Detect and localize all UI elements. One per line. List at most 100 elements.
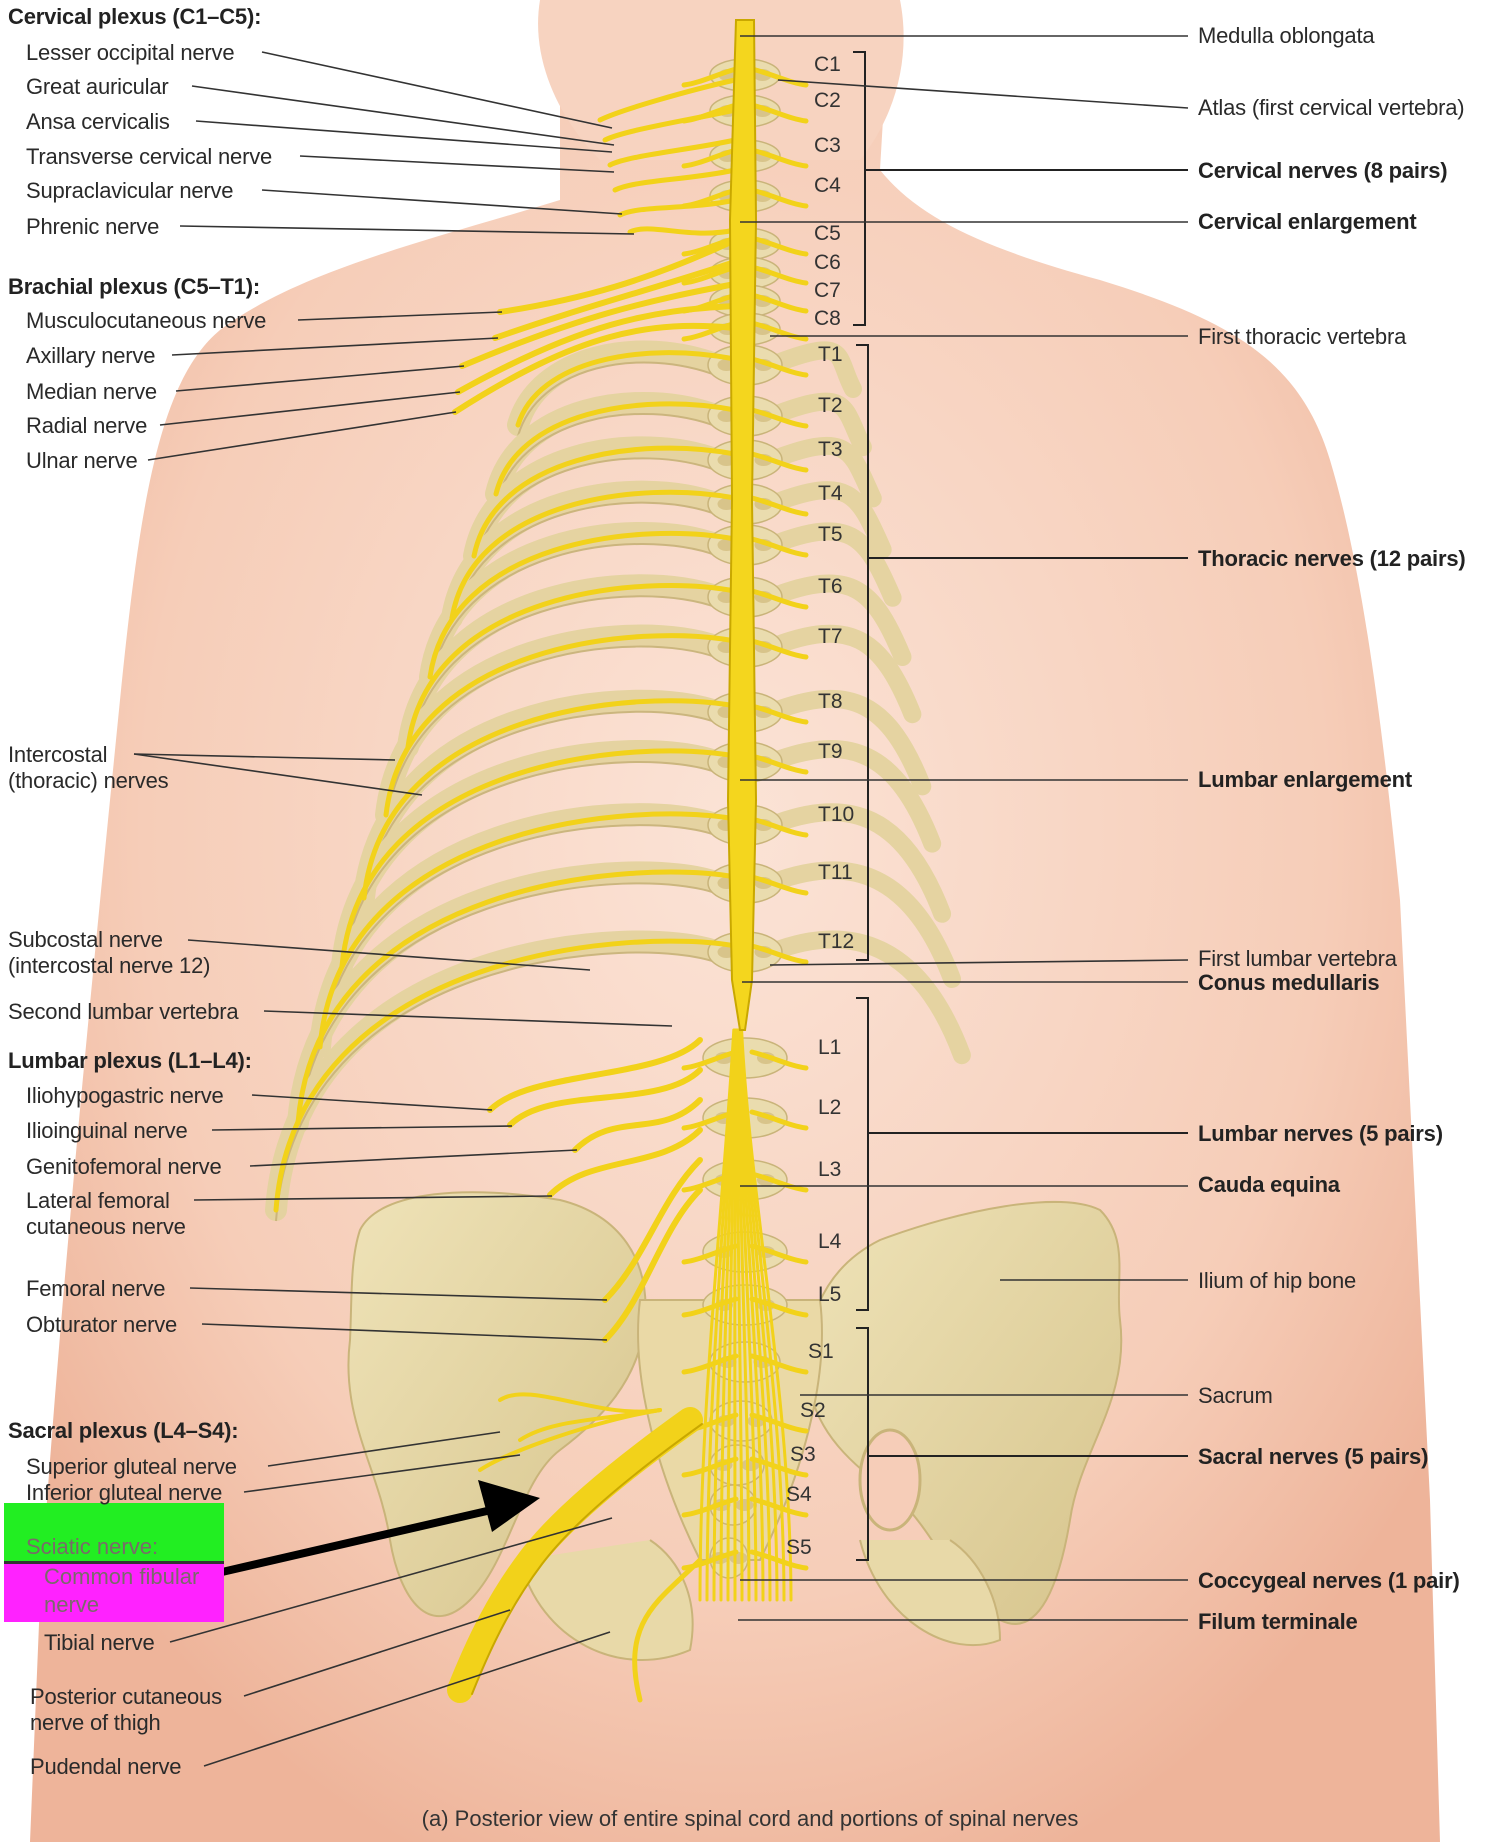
rib-left-edge — [517, 361, 719, 437]
spinal-nerve-right — [749, 451, 809, 473]
thoracic-nerves-label: Thoracic nerves (12 pairs) — [1198, 546, 1466, 571]
spinal-nerve-right — [749, 1456, 809, 1478]
second-lumbar-label: Second lumbar vertebra — [8, 999, 239, 1024]
spinal-nerve-right — [749, 536, 809, 558]
intercostal-nerve — [405, 583, 738, 750]
intercostal-nerve — [493, 401, 738, 497]
pudendal-nerve — [632, 1557, 703, 1703]
supraclavicular-label: Supraclavicular nerve — [26, 178, 234, 203]
lumbar-enlargement-label: Lumbar enlargement — [1198, 767, 1413, 792]
leader-line — [189, 1287, 608, 1301]
superior-gluteal-label: Superior gluteal nerve — [26, 1454, 237, 1479]
vertebra-label: T11 — [818, 861, 853, 884]
spinal-nerve-left — [681, 66, 739, 88]
lumbar-plexus-title: Lumbar plexus (L1–L4): — [8, 1048, 252, 1073]
spinal-nerve-right — [749, 1049, 809, 1071]
spinal-nerve-right — [749, 66, 809, 88]
lateral-femoral-label-2: cutaneous nerve — [26, 1214, 186, 1239]
spinal-nerve-right — [749, 588, 809, 610]
sciatic-label: Sciatic nerve: — [26, 1534, 159, 1559]
spinal-nerve-right — [749, 1243, 809, 1265]
first-lumbar-label: First lumbar vertebra — [1198, 946, 1397, 971]
intercostal-label-2: (thoracic) nerves — [8, 768, 169, 793]
spinal-nerve-right — [749, 264, 809, 286]
genitofemoral-label: Genitofemoral nerve — [26, 1154, 222, 1179]
vertebra-label: T7 — [818, 625, 843, 648]
vertebra-label: L4 — [818, 1230, 842, 1253]
cervical-plexus-branch — [607, 137, 738, 168]
spinal-nerve-right — [749, 753, 809, 775]
rib-right — [763, 392, 872, 457]
vertebra-label: C4 — [814, 174, 841, 197]
gluteal-branch — [478, 1408, 662, 1472]
vertebra-label: T8 — [818, 690, 843, 713]
sciatic-nerve-edge — [471, 1423, 703, 1695]
leader-line — [133, 753, 396, 761]
rib-right — [763, 803, 952, 923]
brachial-plexus-title: Brachial plexus (C5–T1): — [8, 274, 260, 299]
intercostal-label-1: Intercostal — [8, 742, 108, 767]
intercostal-nerve — [317, 811, 738, 1050]
spinal-nerve-right — [749, 407, 809, 429]
rib-right — [763, 930, 971, 1065]
cervical-plexus-branch — [602, 107, 738, 143]
leader-line — [261, 51, 613, 129]
rib-right — [763, 522, 902, 607]
pudendal-label: Pudendal nerve — [30, 1754, 182, 1779]
brachial-plexus-branch — [455, 303, 738, 395]
vertebra-label: T12 — [818, 930, 855, 953]
leader-line — [251, 1094, 493, 1111]
posterior-cutaneous-label-2: nerve of thigh — [30, 1710, 161, 1735]
spinal-nerve-right — [749, 187, 809, 209]
sacrum-label: Sacrum — [1198, 1383, 1273, 1408]
rib-left-edge — [495, 412, 719, 506]
vertebra-label: T6 — [818, 575, 843, 598]
spinal-nerve-right — [749, 943, 809, 965]
rib-right — [763, 574, 912, 666]
leader-line — [159, 391, 461, 426]
vertebra-label: C1 — [814, 53, 841, 76]
obturator-label: Obturator nerve — [26, 1312, 178, 1337]
ischium-left — [519, 1539, 694, 1661]
leader-line — [769, 959, 1189, 966]
rib-right — [763, 341, 862, 398]
vertebra-label: T1 — [818, 343, 843, 366]
figure-caption: (a) Posterior view of entire spinal cord… — [421, 1806, 1079, 1831]
cervical-plexus-title: Cervical plexus (C1–C5): — [8, 4, 262, 29]
femoral-label: Femoral nerve — [26, 1276, 166, 1301]
vertebra-label: S4 — [786, 1483, 812, 1506]
cauda-equina-fiber — [737, 1028, 765, 1602]
cervical-plexus-branch — [597, 77, 738, 123]
spinal-nerve-right — [749, 638, 809, 660]
bracket — [856, 1327, 869, 1561]
rib-right — [763, 689, 932, 796]
vertebra-label: S2 — [800, 1399, 826, 1422]
lesser-occipital-label: Lesser occipital nerve — [26, 40, 235, 65]
spinal-nerve-right — [749, 1109, 809, 1131]
phrenic-label: Phrenic nerve — [26, 214, 160, 239]
intercostal-nerve — [471, 445, 738, 559]
intercostal-nerve — [361, 698, 738, 901]
leader-line — [243, 1454, 521, 1493]
spinal-nerve-right — [749, 292, 809, 314]
leader-line — [263, 1010, 673, 1027]
cervical-plexus-branch — [612, 167, 738, 193]
spinal-nerve-right — [749, 816, 809, 838]
sciatic-nerve — [447, 1407, 703, 1703]
leader-line — [179, 225, 635, 235]
vertebra-label: L5 — [818, 1283, 842, 1306]
leader-line — [191, 85, 615, 146]
vertebra-label: C6 — [814, 251, 841, 274]
vertebra-label: C2 — [814, 89, 841, 112]
vertebra-label: T10 — [818, 803, 855, 826]
iliohypogastric-label: Iliohypogastric nerve — [26, 1083, 224, 1108]
ischium-right — [859, 1539, 1002, 1646]
cervical-nerves-label: Cervical nerves (8 pairs) — [1198, 158, 1448, 183]
vertebra-label: T3 — [818, 438, 843, 461]
lumbar-plexus-branch — [487, 1037, 703, 1113]
lumbar-plexus-branch — [572, 1097, 703, 1153]
subcostal-label-1: Subcostal nerve — [8, 927, 163, 952]
vertebra-label: C8 — [814, 307, 841, 330]
intercostal-nerve — [449, 489, 738, 621]
